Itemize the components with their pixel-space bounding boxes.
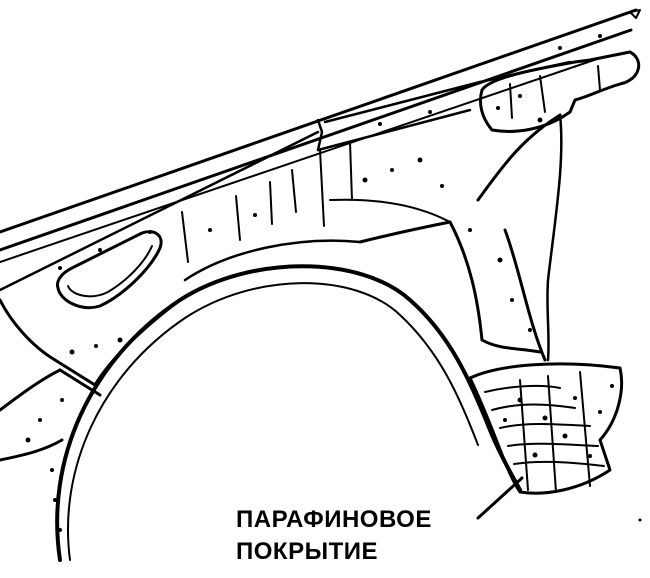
fender-mount-bracket	[478, 50, 641, 133]
fender-left-body	[0, 298, 102, 462]
fender-right-pillar	[329, 113, 563, 362]
fender-ribs	[181, 141, 353, 263]
callout-label-line-1: ПАРАФИНОВОЕ	[236, 506, 432, 533]
callout-label-line-2: ПОКРЫТИЕ	[236, 538, 378, 565]
surface-speckles	[25, 34, 642, 532]
wheel-arch	[55, 239, 522, 562]
fender-oval-cutout	[56, 230, 163, 309]
fender-flange	[0, 60, 572, 292]
wax-coated-area	[468, 362, 624, 495]
callout-leader-line	[476, 476, 524, 520]
